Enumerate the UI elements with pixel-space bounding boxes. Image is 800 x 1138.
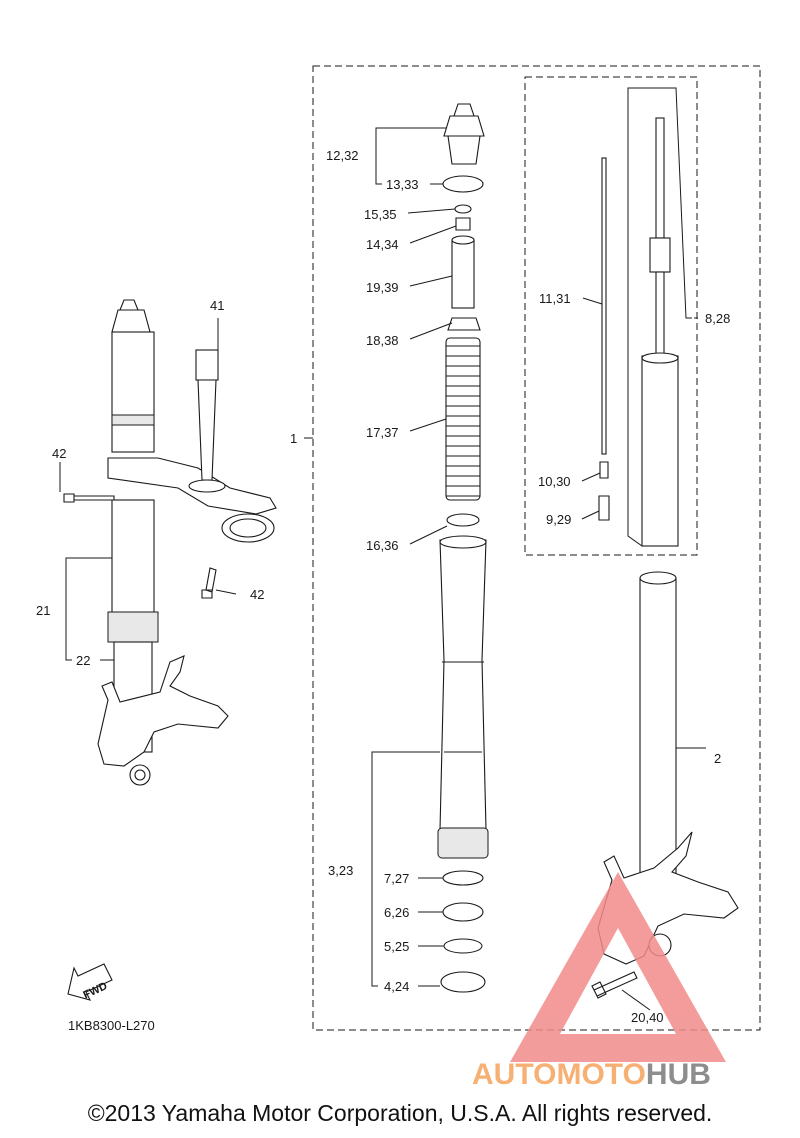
callout-42-top: 42 — [52, 446, 66, 461]
callout-17-37: 17,37 — [366, 425, 399, 440]
callout-12-32: 12,32 — [326, 148, 359, 163]
callout-5-25: 5,25 — [384, 939, 409, 954]
watermark-logo: AUTOMOTOHUB — [472, 872, 726, 1091]
callout-42-bottom: 42 — [250, 587, 264, 602]
fwd-arrow-icon: FWD — [67, 963, 113, 1002]
callout-15-35: 15,35 — [364, 207, 397, 222]
callout-2: 2 — [714, 751, 721, 766]
callout-10-30: 10,30 — [538, 474, 571, 489]
assembled-fork-view — [63, 299, 277, 786]
callout-9-29: 9,29 — [546, 512, 571, 527]
callout-13-33: 13,33 — [386, 177, 419, 192]
callout-4-24: 4,24 — [384, 979, 409, 994]
callout-14-34: 14,34 — [366, 237, 399, 252]
callout-3-23: 3,23 — [328, 863, 353, 878]
svg-text:AUTOMOTOHUB: AUTOMOTOHUB — [472, 1058, 711, 1091]
callout-7-27: 7,27 — [384, 871, 409, 886]
callout-8-28: 8,28 — [705, 311, 730, 326]
callout-6-26: 6,26 — [384, 905, 409, 920]
leader-lines — [59, 87, 706, 1011]
callout-16-36: 16,36 — [366, 538, 399, 553]
callout-41: 41 — [210, 298, 224, 313]
callout-1: 1 — [290, 431, 297, 446]
assembly-8-boundary — [524, 76, 698, 556]
right-parts — [591, 117, 739, 999]
watermark-text-part2: HUB — [646, 1058, 711, 1091]
diagram-code: 1KB8300-L270 — [68, 1018, 155, 1033]
callout-11-31: 11,31 — [539, 291, 571, 306]
watermark-triangle-icon — [510, 872, 726, 1062]
callout-19-39: 19,39 — [366, 280, 399, 295]
copyright-notice: ©2013 Yamaha Motor Corporation, U.S.A. A… — [87, 1100, 713, 1126]
callout-20-40: 20,40 — [631, 1010, 664, 1025]
watermark-text-part1: AUTOMOTO — [472, 1058, 646, 1091]
center-parts — [437, 103, 489, 993]
callout-22: 22 — [76, 653, 90, 668]
callout-18-38: 18,38 — [366, 333, 399, 348]
callout-21: 21 — [36, 603, 50, 618]
